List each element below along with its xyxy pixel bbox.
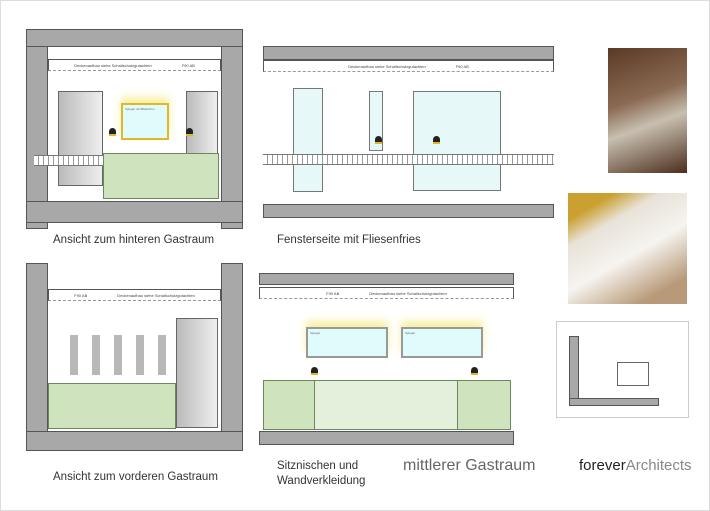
lamp-icon bbox=[109, 128, 116, 136]
mirror-label: Spiegel bbox=[405, 331, 416, 335]
caption: Fensterseite mit Fliesenfries bbox=[277, 234, 421, 246]
slab bbox=[26, 29, 243, 47]
caption: Ansicht zum vorderen Gastraum bbox=[53, 471, 218, 483]
ceiling-note: Deckenaufbau siehe Schallschutzgutachten bbox=[117, 292, 195, 298]
bench-niche bbox=[263, 380, 315, 430]
floor-slab bbox=[259, 431, 514, 445]
lamp-icon bbox=[186, 128, 193, 136]
fire-tag: F90 AB bbox=[455, 63, 469, 69]
caption: Ansicht zum hinteren Gastraum bbox=[53, 234, 215, 246]
photo-white-benches bbox=[568, 193, 687, 304]
bench-niches bbox=[103, 153, 219, 199]
ceiling-note: Deckenaufbau siehe Schallschutzgutachten bbox=[74, 62, 152, 68]
ceiling-buildup: Deckenaufbau siehe Schallschutzgutachten… bbox=[48, 59, 221, 71]
fire-tag: F90 AB bbox=[181, 62, 195, 68]
fire-tag: F90 AB bbox=[74, 292, 88, 298]
lamp-icon bbox=[433, 136, 440, 144]
elevation-front-room: F90 AB Deckenaufbau siehe Schallschutzgut… bbox=[26, 263, 244, 453]
ceiling-buildup: F90 AB Deckenaufbau siehe Schallschutzgut… bbox=[48, 289, 221, 301]
ceiling-buildup: F90 AB Deckenaufbau siehe Schallschutzgut… bbox=[259, 287, 514, 299]
elevation-rear-room: Deckenaufbau siehe Schallschutzgutachten… bbox=[26, 29, 244, 229]
mirror: Spiegel mit Bildschirm bbox=[121, 103, 169, 140]
lamp-icon bbox=[375, 136, 382, 144]
elevation-seating-niches: F90 AB Deckenaufbau siehe Schallschutzgut… bbox=[259, 273, 515, 448]
wall-left bbox=[26, 263, 48, 451]
bench-niches bbox=[48, 383, 176, 429]
window-door bbox=[413, 91, 501, 191]
mirror: Spiegel bbox=[401, 327, 483, 358]
ceiling-note: Deckenaufbau siehe Schallschutzgutachten bbox=[348, 63, 426, 69]
wall-right bbox=[221, 263, 243, 451]
caption: Sitznischen und Wandverkleidung bbox=[277, 460, 366, 487]
elevation-window-side: Deckenaufbau siehe Schallschutzgutachten… bbox=[263, 46, 555, 221]
wall-right bbox=[221, 29, 243, 229]
tile-frieze bbox=[34, 155, 104, 166]
lamp-icon bbox=[471, 367, 478, 375]
fire-tag: F90 AB bbox=[326, 290, 340, 296]
slab bbox=[259, 273, 514, 285]
tile-frieze bbox=[263, 154, 554, 165]
floor-slab bbox=[26, 431, 243, 451]
logo-architects: Architects bbox=[625, 457, 692, 474]
floor-slab bbox=[263, 204, 554, 218]
logo: foreverArchitects bbox=[579, 457, 692, 474]
picture-frames bbox=[56, 335, 166, 375]
window bbox=[293, 88, 323, 192]
floor-slab bbox=[26, 201, 243, 223]
mirror-label: Spiegel mit Bildschirm bbox=[125, 107, 155, 111]
slab bbox=[263, 46, 554, 60]
lamp-icon bbox=[311, 367, 318, 375]
photo-interior-table bbox=[608, 48, 687, 173]
floor-plan bbox=[556, 321, 689, 418]
logo-forever: forever bbox=[579, 457, 626, 474]
wall-left bbox=[26, 29, 48, 229]
door bbox=[176, 318, 218, 428]
door bbox=[58, 91, 103, 186]
ceiling-note: Deckenaufbau siehe Schallschutzgutachten bbox=[369, 290, 447, 296]
ceiling-buildup: Deckenaufbau siehe Schallschutzgutachten… bbox=[263, 60, 554, 72]
bench-niche bbox=[457, 380, 511, 430]
sheet-title: mittlerer Gastraum bbox=[403, 457, 536, 474]
mirror: Spiegel bbox=[306, 327, 388, 358]
mirror-label: Spiegel bbox=[310, 331, 321, 335]
